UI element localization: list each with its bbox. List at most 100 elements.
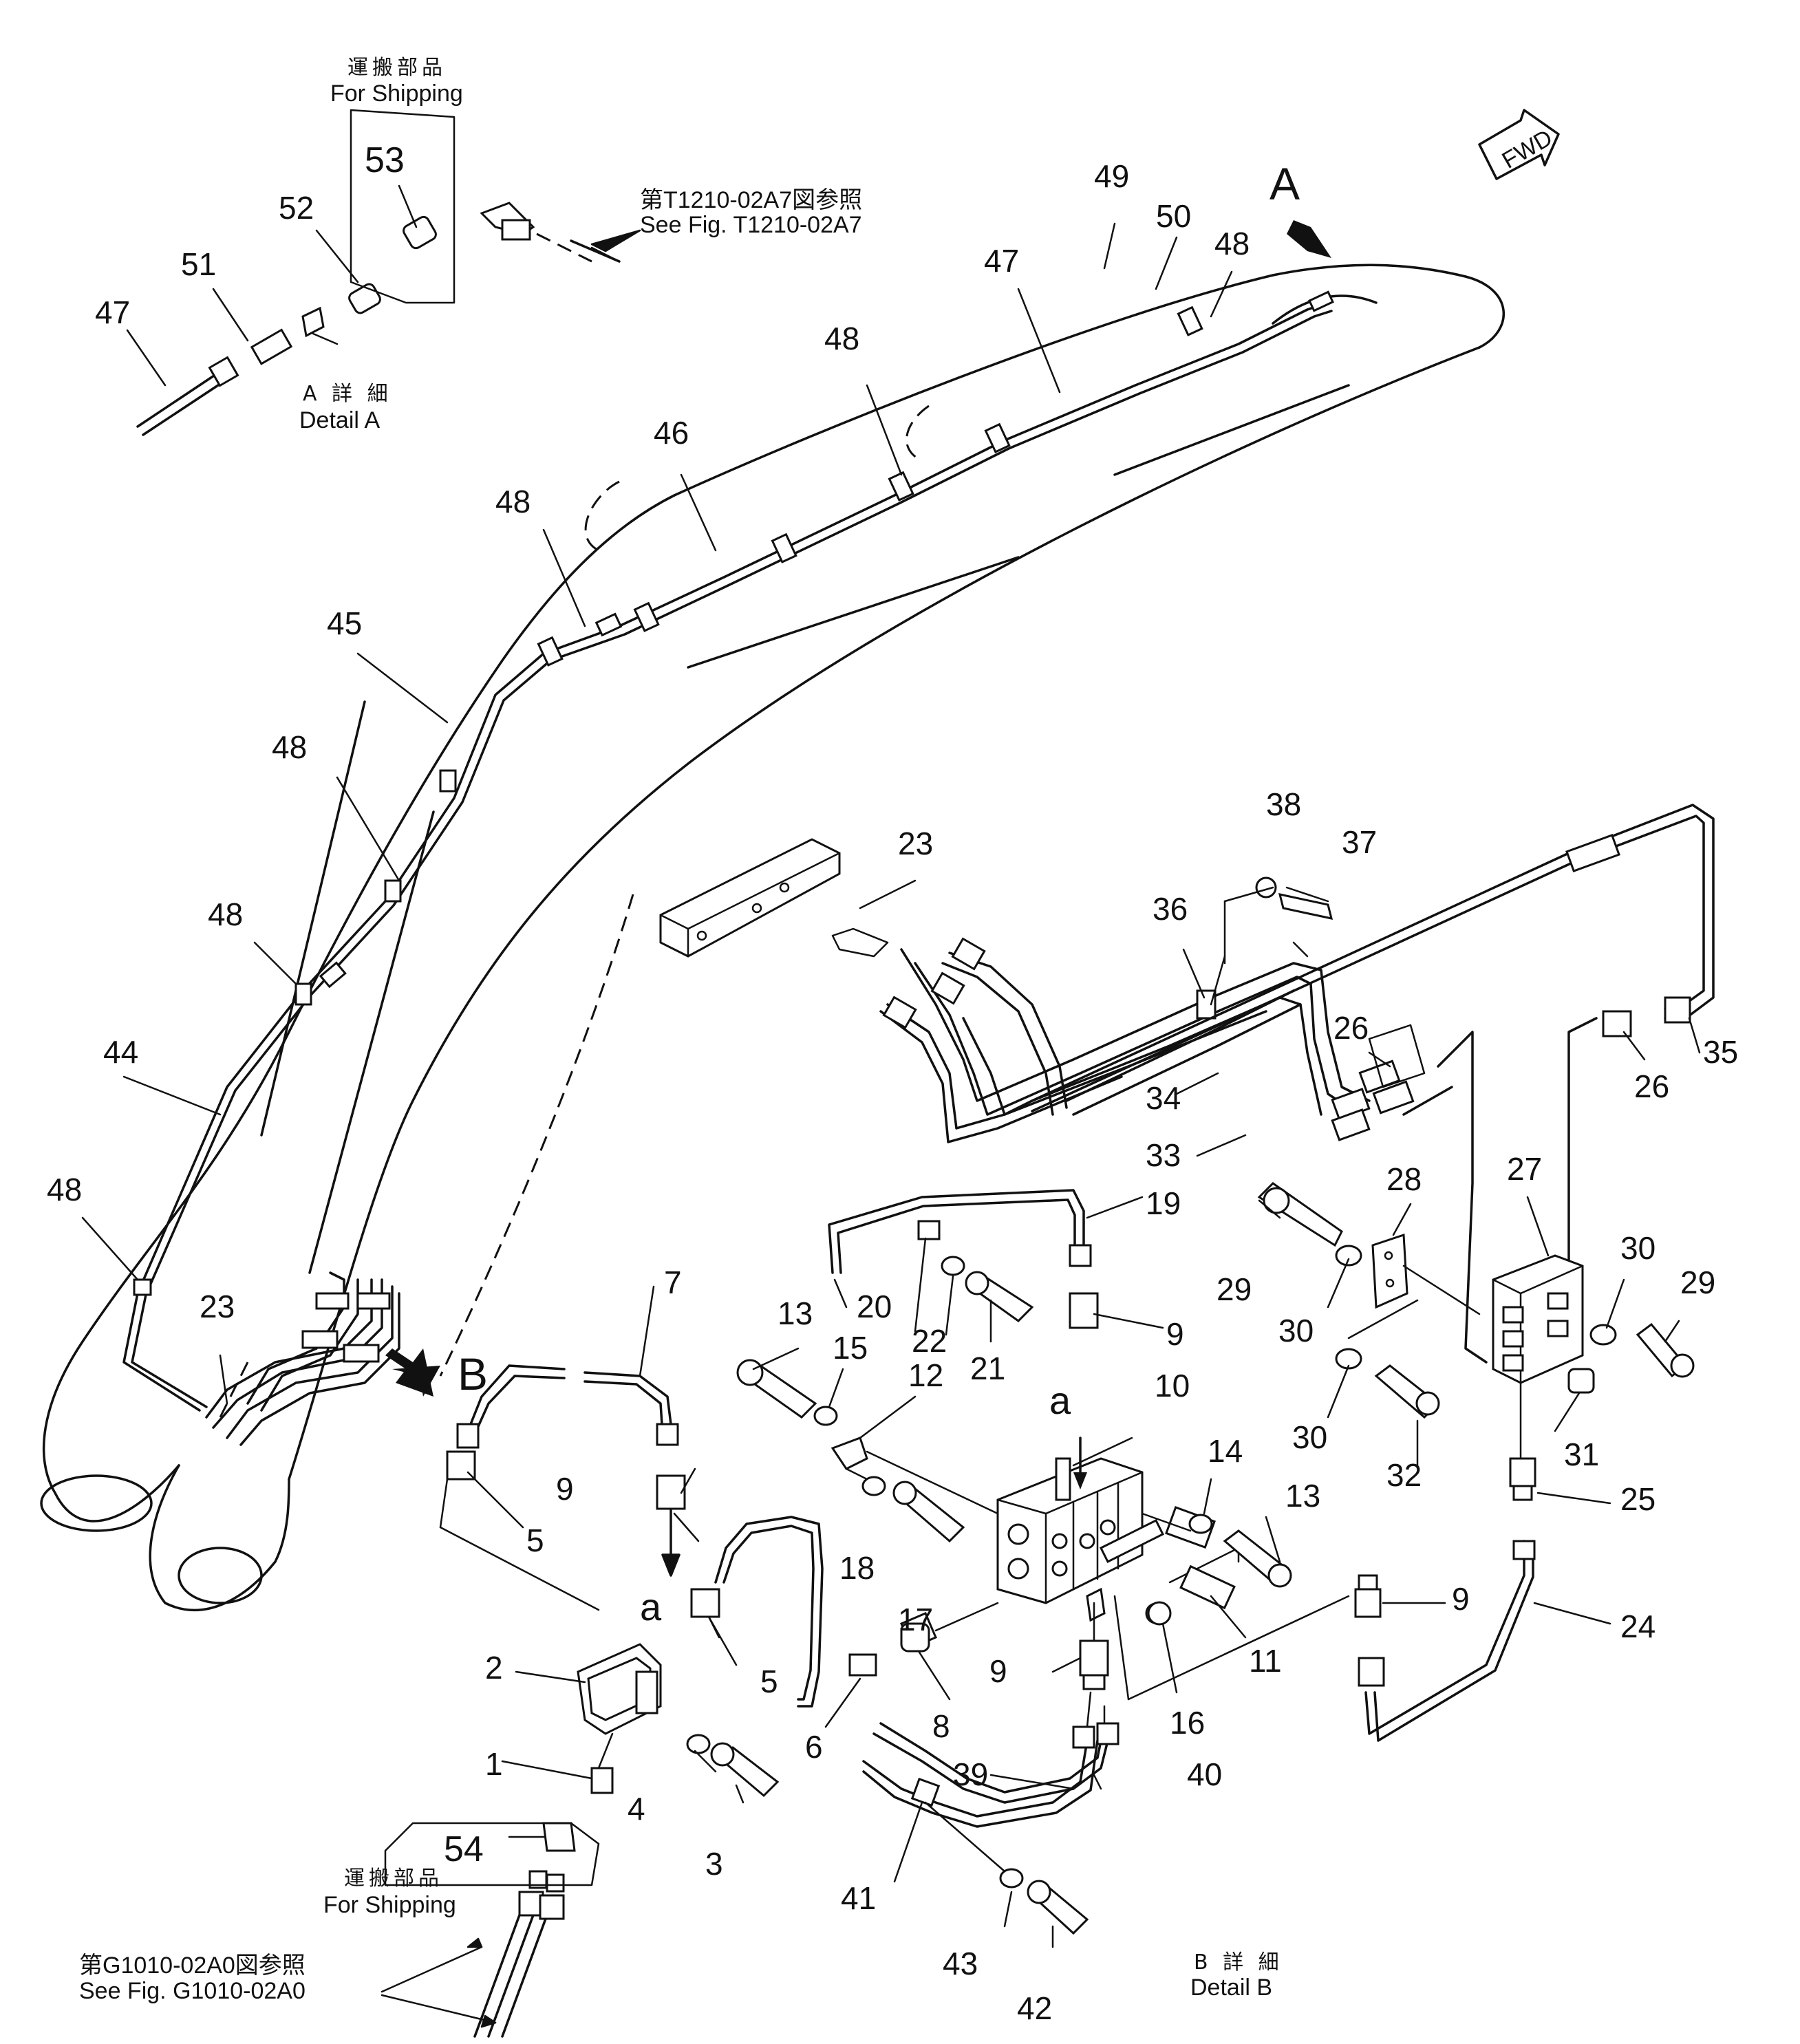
callout-26-a: 26 — [1333, 1010, 1369, 1046]
callout-9-b: 9 — [989, 1653, 1007, 1689]
callout-9-d: 9 — [1452, 1581, 1470, 1617]
callout-1: 1 — [485, 1746, 503, 1782]
ref1-jp: 第T1210-02A7図参照 — [640, 187, 862, 213]
view-letters: A B a a — [458, 158, 1300, 1628]
callout-30-c: 30 — [1292, 1419, 1327, 1455]
callout-37: 37 — [1342, 824, 1377, 860]
callout-13-b: 13 — [1285, 1478, 1320, 1514]
callout-48-c: 48 — [495, 484, 531, 519]
callout-40: 40 — [1187, 1756, 1222, 1792]
callout-13-a: 13 — [778, 1295, 813, 1331]
distribution-block-27 — [1492, 1254, 1595, 1460]
solenoid-group — [439, 1364, 877, 1798]
callout-38: 38 — [1266, 786, 1301, 822]
callout-numbers: 53 52 51 47 49 50 48 47 48 46 48 45 48 4… — [47, 140, 1738, 2026]
callout-45: 45 — [327, 605, 362, 641]
callout-17: 17 — [898, 1602, 933, 1637]
callout-5-a: 5 — [526, 1523, 544, 1558]
callout-21: 21 — [970, 1351, 1005, 1386]
view-arrows — [385, 220, 1331, 1489]
valve-block-10 — [996, 1457, 1350, 1701]
callout-46: 46 — [654, 415, 689, 451]
callout-31: 31 — [1564, 1437, 1599, 1472]
callout-10: 10 — [1155, 1368, 1190, 1403]
hose-24-25 — [1354, 1457, 1536, 1742]
callout-39: 39 — [953, 1756, 988, 1792]
callout-25: 25 — [1620, 1481, 1656, 1517]
detail-b-en: Detail B — [1190, 1975, 1272, 2001]
callout-41: 41 — [841, 1880, 876, 1916]
callout-15: 15 — [833, 1330, 868, 1366]
detail-a-parts — [136, 109, 621, 436]
shipping-jp-1: 運搬部品 — [347, 56, 447, 80]
view-letter-a: A — [1269, 158, 1300, 209]
hose-bundle-lower — [205, 1271, 400, 1446]
callout-32: 32 — [1386, 1457, 1422, 1493]
grease-line-boom — [122, 290, 1334, 1412]
connection-letter-a2: a — [640, 1585, 662, 1628]
callout-4: 4 — [628, 1791, 645, 1827]
callout-19: 19 — [1146, 1185, 1181, 1221]
callout-48-b: 48 — [824, 321, 859, 356]
detail-b-jp: B 詳 細 — [1194, 1950, 1283, 1975]
callout-50: 50 — [1156, 198, 1191, 234]
callout-49: 49 — [1094, 158, 1129, 194]
callout-35: 35 — [1703, 1034, 1738, 1070]
callout-5-b: 5 — [760, 1664, 778, 1699]
fwd-label: FWD — [1498, 125, 1557, 174]
shipping-en-2: For Shipping — [323, 1892, 456, 1918]
callout-27: 27 — [1507, 1151, 1542, 1187]
callout-23-a: 23 — [200, 1289, 235, 1324]
shipping-en-1: For Shipping — [330, 80, 463, 107]
ref2-en: See Fig. G1010-02A0 — [79, 1978, 306, 2004]
shipping-jp-2: 運搬部品 — [344, 1867, 443, 1891]
callout-18: 18 — [839, 1550, 875, 1586]
callout-30-a: 30 — [1620, 1230, 1656, 1266]
view-letter-b: B — [458, 1348, 488, 1399]
callout-43: 43 — [943, 1946, 978, 1981]
callout-29-a: 29 — [1217, 1271, 1252, 1307]
callout-leaders — [81, 184, 1701, 2028]
fittings-11-16 — [1147, 1564, 1236, 1626]
boom-top-piping — [659, 838, 1371, 1143]
callout-29-b: 29 — [1680, 1265, 1715, 1300]
callout-33: 33 — [1146, 1137, 1181, 1173]
connection-letter-a1: a — [1049, 1379, 1071, 1422]
detail-a-en: Detail A — [299, 407, 380, 433]
callout-26-b: 26 — [1634, 1068, 1669, 1104]
shipping-hoses — [473, 1870, 565, 2038]
callout-16: 16 — [1170, 1705, 1205, 1741]
callout-8: 8 — [932, 1708, 950, 1744]
callout-54: 54 — [444, 1829, 484, 1869]
notes: 運搬部品 For Shipping 第T1210-02A7図参照 See Fig… — [79, 56, 1283, 2004]
callout-36: 36 — [1153, 891, 1188, 927]
callout-20: 20 — [857, 1289, 892, 1324]
bracket-28-hardware — [1257, 1182, 1695, 1419]
callout-48-a: 48 — [1214, 226, 1250, 261]
callout-48-d: 48 — [272, 729, 307, 765]
callout-9-c: 9 — [556, 1471, 574, 1507]
boom-outline — [40, 263, 1505, 1611]
callout-12: 12 — [908, 1357, 943, 1393]
hoses-39-40 — [862, 1691, 1119, 1935]
callout-47-a: 47 — [95, 294, 130, 330]
callout-28: 28 — [1386, 1161, 1422, 1197]
fitting-group-26 — [1331, 1024, 1488, 1364]
ref2-jp: 第G1010-02A0図参照 — [79, 1952, 306, 1979]
callout-7: 7 — [664, 1265, 682, 1300]
callout-47-b: 47 — [984, 243, 1019, 279]
callout-3: 3 — [705, 1846, 723, 1882]
fwd-symbol: FWD — [1478, 109, 1560, 180]
callout-51: 51 — [181, 246, 216, 282]
callout-24: 24 — [1620, 1609, 1656, 1644]
callout-52: 52 — [279, 190, 314, 226]
callout-11: 11 — [1249, 1643, 1282, 1679]
callout-6: 6 — [805, 1729, 823, 1765]
hose-19-20 — [828, 1189, 1099, 1329]
callout-42: 42 — [1017, 1990, 1052, 2026]
fittings-8-9 — [900, 1602, 1109, 1690]
callout-2: 2 — [485, 1650, 503, 1686]
callout-30-b: 30 — [1278, 1313, 1314, 1348]
